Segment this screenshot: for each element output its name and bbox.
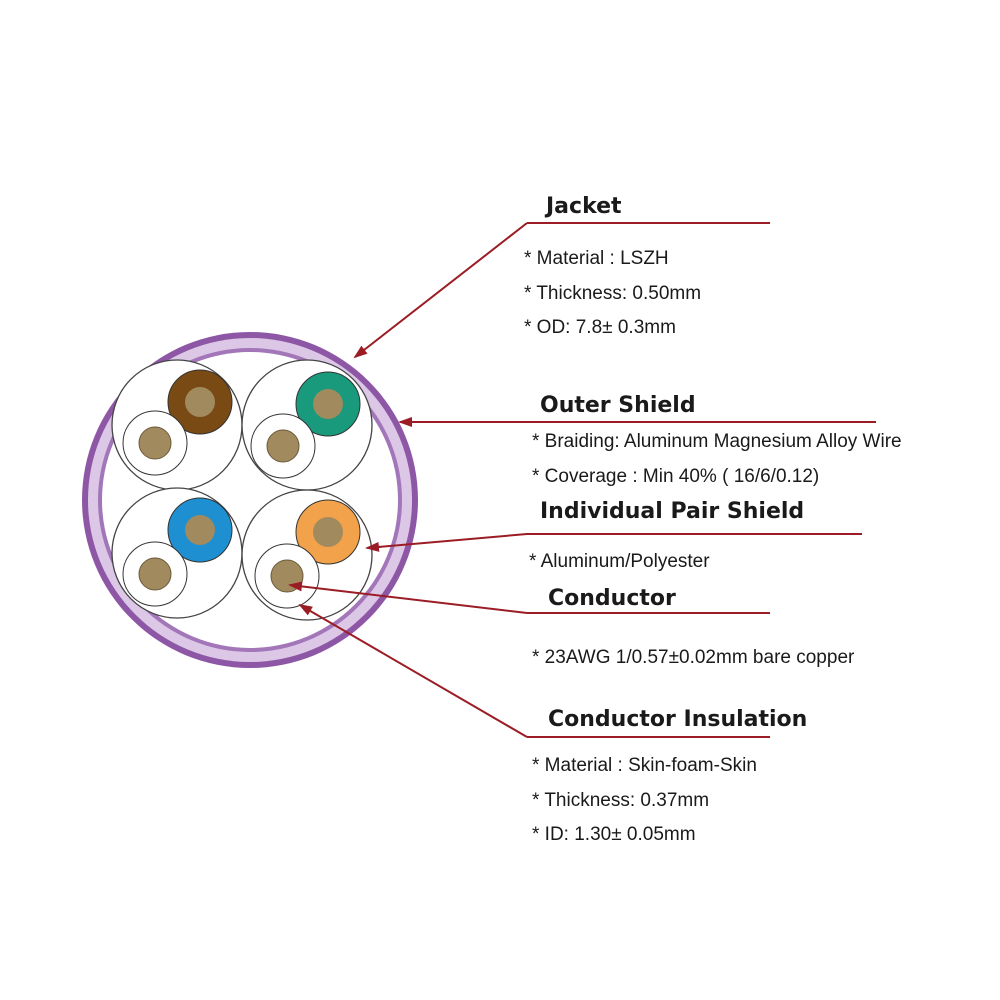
- conductor-leader: [288, 581, 528, 614]
- conductor-spec: * 23AWG 1/0.57±0.02mm bare copper: [532, 647, 855, 668]
- conductor-heading: Conductor: [548, 586, 676, 611]
- insulation-spec: * Thickness: 0.37mm: [532, 790, 709, 811]
- jacket-heading: Jacket: [544, 194, 622, 219]
- pair-shield-label-group: Individual Pair Shield * Aluminum/Polyes…: [529, 499, 804, 572]
- outer-shield-label-group: Outer Shield * Braiding: Aluminum Magnes…: [532, 393, 902, 487]
- outer-shield-heading: Outer Shield: [540, 393, 696, 418]
- insulation-spec: * Material : Skin-foam-Skin: [532, 755, 757, 776]
- pair-shield-heading: Individual Pair Shield: [540, 499, 804, 524]
- conductor-label-group: Conductor * 23AWG 1/0.57±0.02mm bare cop…: [532, 586, 855, 668]
- cable-cross-section: [82, 332, 418, 668]
- leader-lines: [288, 222, 876, 738]
- pair-shield-leader: [365, 533, 528, 552]
- conductor: [266, 429, 300, 463]
- jacket-spec: * Material : LSZH: [524, 248, 669, 269]
- conductor: [138, 426, 172, 460]
- jacket-leader: [353, 222, 528, 359]
- jacket-spec: * OD: 7.8± 0.3mm: [524, 317, 676, 338]
- pair-orange: [241, 489, 373, 621]
- conductor: [270, 559, 304, 593]
- insulation-heading: Conductor Insulation: [548, 707, 807, 732]
- conductor: [185, 387, 215, 417]
- pair-shield-spec: * Aluminum/Polyester: [529, 551, 710, 572]
- conductor: [313, 389, 343, 419]
- conductor: [313, 517, 343, 547]
- outer-shield-spec: * Braiding: Aluminum Magnesium Alloy Wir…: [532, 431, 902, 452]
- insulation-spec: * ID: 1.30± 0.05mm: [532, 824, 696, 845]
- jacket-spec: * Thickness: 0.50mm: [524, 283, 701, 304]
- conductor: [185, 515, 215, 545]
- outer-shield-spec: * Coverage : Min 40% ( 16/6/0.12): [532, 466, 819, 487]
- jacket-label-group: Jacket * Material : LSZH * Thickness: 0.…: [524, 194, 701, 338]
- conductor: [138, 557, 172, 591]
- pair-green: [241, 359, 373, 491]
- insulation-leader: [298, 603, 528, 738]
- insulation-label-group: Conductor Insulation * Material : Skin-f…: [532, 707, 807, 845]
- pair-blue: [111, 487, 243, 619]
- pair-brown: [111, 359, 243, 491]
